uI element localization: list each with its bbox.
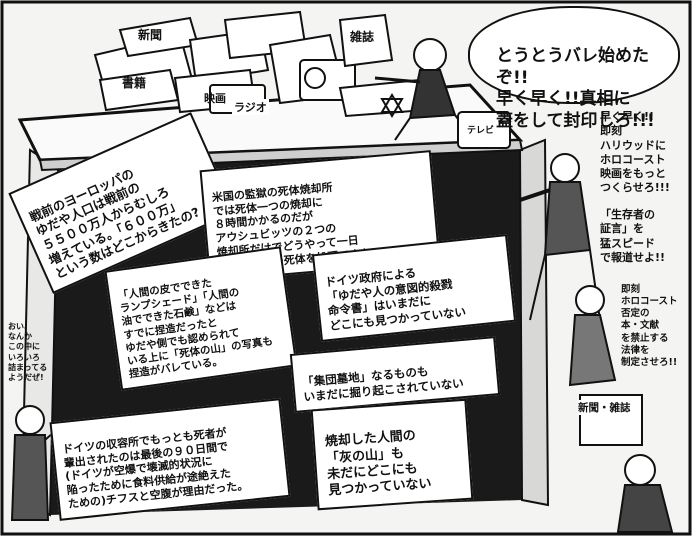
note-ashes: 焼却した人間の 「灰の山」も 未だにどこにも 見つかっていない (310, 398, 474, 511)
note-ashes-text: 焼却した人間の 「灰の山」も 未だにどこにも 見つかっていない (324, 428, 433, 499)
note-mass-grave-text: 「集団墓地」なるものも いまだに掘り起こされていない (301, 364, 465, 404)
tv-set-drawing (457, 111, 511, 149)
label-radio: ラジオ (232, 99, 269, 115)
note-order-document-text: ドイツ政府による 「ゆだや人の意図的殺戮 命令書」はいまだに どこにも見つかって… (324, 266, 467, 333)
label-magazine: 雑誌 (350, 30, 375, 44)
caption-survivors: 「生存者の 証言」を 猛スピード で報道せよ!! (600, 208, 666, 264)
label-tv: テレビ (467, 126, 495, 136)
label-film: 映画 (204, 92, 226, 105)
caption-ban-law: 即刻 ホロコースト 否定の 本・文献 を禁止する 法律を 制定させろ!! (621, 284, 678, 368)
speech-bubble-text: とうとうバレ始めたぞ!! 早く早く!!真相に 蓋をして封印しろ!!! (496, 45, 655, 131)
note-lampshade: 「人間の皮でできた ランプシェード」「人間の 油でできた石鹸」などは すでに捏造… (104, 246, 298, 391)
box-right-wall (518, 138, 550, 507)
label-newspaper: 新聞 (138, 28, 163, 42)
speech-bubble-top: とうとうバレ始めたぞ!! 早く早く!!真相に 蓋をして封印しろ!!! (468, 6, 680, 131)
right-figures-drawing (519, 153, 674, 533)
note-typhus-text: ドイツの収容所でもっとも死者が 輩出されたのは最後の９０日間で (ドイツが空爆で… (61, 425, 249, 511)
label-books: 書籍 (122, 76, 147, 90)
note-lampshade-text: 「人間の皮でできた ランプシェード」「人間の 油でできた石鹸」などは すでに捏造… (117, 277, 274, 381)
left-figure-drawing (10, 405, 63, 521)
caption-newspapers-magazines: 新聞・雑誌 (578, 400, 631, 415)
caption-order-film: 早く早く!! 即刻 ハリウッドに ホロコースト 映画をもっと つくらせろ!!! (600, 110, 670, 195)
man-on-lid-drawing (374, 38, 471, 141)
caption-left-figure: おい、 なんか この中に いろいろ 詰まってる ようだぜ! (8, 322, 48, 383)
